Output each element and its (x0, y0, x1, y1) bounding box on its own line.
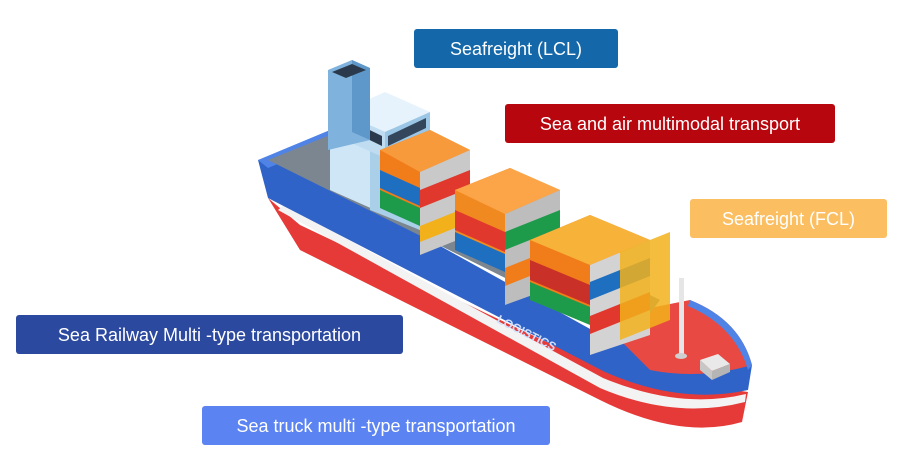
chimney-side (352, 60, 370, 140)
bow-mast-base (675, 353, 687, 359)
bridge-windows-right (388, 118, 426, 146)
label-sea-railway[interactable]: Sea Railway Multi -type transportation (16, 315, 403, 354)
chimney-top (332, 64, 366, 78)
bow-mast (679, 278, 684, 358)
bow-rim (688, 300, 752, 370)
label-seafreight-lcl[interactable]: Seafreight (LCL) (414, 29, 618, 68)
container-stack (380, 130, 670, 355)
bow-crate-front (712, 364, 730, 380)
bow-crate-side (700, 360, 712, 380)
bow-crate (700, 354, 730, 371)
label-sea-air-multimodal[interactable]: Sea and air multimodal transport (505, 104, 835, 143)
label-sea-truck[interactable]: Sea truck multi -type transportation (202, 406, 550, 445)
label-seafreight-fcl[interactable]: Seafreight (FCL) (690, 199, 887, 238)
